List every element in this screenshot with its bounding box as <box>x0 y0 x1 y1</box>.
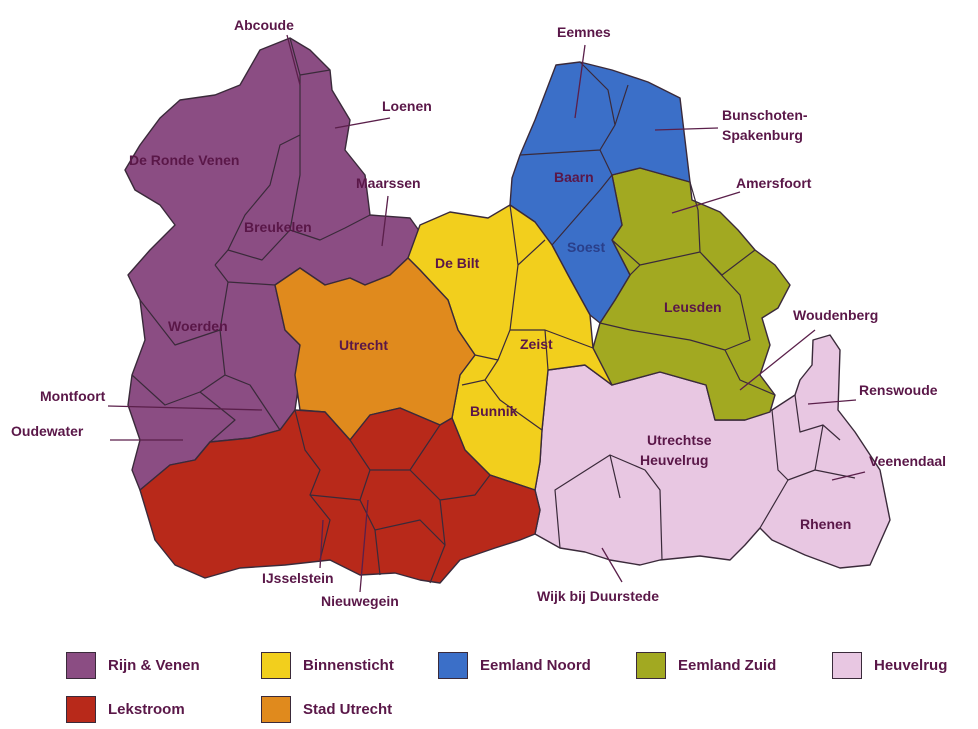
leader-renswoude <box>807 399 857 405</box>
label-de-ronde-venen: De Ronde Venen <box>129 152 239 168</box>
label-de-bilt: De Bilt <box>435 255 480 271</box>
leader-abcoude <box>286 34 301 86</box>
leader-ijsselstein <box>319 519 324 569</box>
legend-swatch-stad-utrecht <box>261 695 291 723</box>
label-bunschoten-2: Spakenburg <box>722 127 803 143</box>
region-eemland-noord[interactable] <box>509 61 691 324</box>
legend-swatch-rijn-venen <box>66 651 96 679</box>
label-utrecht: Utrecht <box>339 337 388 353</box>
label-soest: Soest <box>567 239 605 255</box>
leader-veenendaal <box>831 471 866 481</box>
leader-montfoort <box>107 405 263 411</box>
label-montfoort: Montfoort <box>40 388 106 404</box>
leader-woudenberg <box>739 329 816 391</box>
binnensticht-borders <box>461 204 594 431</box>
label-oudewater: Oudewater <box>11 423 84 439</box>
label-maarssen: Maarssen <box>356 175 421 191</box>
legend-item-eemland-noord[interactable]: Eemland Noord <box>438 650 591 680</box>
legend-item-binnensticht[interactable]: Binnensticht <box>261 650 394 680</box>
label-eemnes: Eemnes <box>557 24 611 40</box>
legend-item-rijn-venen[interactable]: Rijn & Venen <box>66 650 200 680</box>
legend-label-heuvelrug: Heuvelrug <box>874 656 948 674</box>
legend-label-lekstroom: Lekstroom <box>108 700 185 718</box>
eemland-zuid-borders <box>599 181 776 396</box>
leader-nieuwegein <box>359 499 369 593</box>
label-ijsselstein: IJsselstein <box>262 570 334 586</box>
leader-bunschoten <box>654 127 719 131</box>
label-breukelen: Breukelen <box>244 219 312 235</box>
leader-loenen <box>334 117 391 129</box>
lekstroom-borders <box>294 409 491 584</box>
leader-amersfoort <box>671 191 741 214</box>
map-labels: Abcoude Loenen De Ronde Venen Breukelen … <box>11 17 946 609</box>
label-woerden: Woerden <box>168 318 228 334</box>
legend-item-stad-utrecht[interactable]: Stad Utrecht <box>261 694 392 724</box>
legend-label-stad-utrecht: Stad Utrecht <box>303 700 393 718</box>
label-bunnik: Bunnik <box>470 403 518 419</box>
label-nieuwegein: Nieuwegein <box>321 593 399 609</box>
label-utrechtse-2: Heuvelrug <box>640 452 708 468</box>
legend-item-heuvelrug[interactable]: Heuvelrug <box>832 650 947 680</box>
label-loenen: Loenen <box>382 98 432 114</box>
legend-swatch-eemland-noord <box>438 651 468 679</box>
heuvelrug-borders <box>554 394 856 561</box>
eemland-noord-area[interactable] <box>509 61 691 324</box>
label-abcoude: Abcoude <box>234 17 294 33</box>
legend-label-rijn-venen: Rijn & Venen <box>108 656 200 674</box>
region-lekstroom[interactable] <box>139 407 541 584</box>
province-map: Abcoude Loenen De Ronde Venen Breukelen … <box>11 17 946 609</box>
leader-eemnes <box>574 44 586 119</box>
legend-item-lekstroom[interactable]: Lekstroom <box>66 694 185 724</box>
leader-wijk <box>601 547 623 583</box>
label-zeist: Zeist <box>520 336 553 352</box>
label-renswoude: Renswoude <box>859 382 938 398</box>
leader-lines <box>107 34 866 593</box>
label-veenendaal: Veenendaal <box>869 453 946 469</box>
legend-swatch-eemland-zuid <box>636 651 666 679</box>
label-baarn: Baarn <box>554 169 594 185</box>
legend-label-eemland-zuid: Eemland Zuid <box>678 656 777 674</box>
label-utrechtse-1: Utrechtse <box>647 432 712 448</box>
region-eemland-zuid[interactable] <box>584 167 791 421</box>
legend-swatch-lekstroom <box>66 695 96 723</box>
leader-maarssen <box>381 195 389 247</box>
label-leusden: Leusden <box>664 299 722 315</box>
eemland-noord-borders <box>519 61 629 246</box>
legend-item-eemland-zuid[interactable]: Eemland Zuid <box>636 650 776 680</box>
label-rhenen: Rhenen <box>800 516 851 532</box>
label-woudenberg: Woudenberg <box>793 307 878 323</box>
stad-utrecht-area[interactable] <box>274 257 476 441</box>
legend-label-eemland-noord: Eemland Noord <box>480 656 591 674</box>
legend-swatch-heuvelrug <box>832 651 862 679</box>
legend: Rijn & Venen Binnensticht Eemland Noord … <box>66 650 978 729</box>
legend-swatch-binnensticht <box>261 651 291 679</box>
label-amersfoort: Amersfoort <box>736 175 812 191</box>
label-bunschoten-1: Bunschoten- <box>722 107 808 123</box>
legend-label-binnensticht: Binnensticht <box>303 656 394 674</box>
region-stad-utrecht[interactable] <box>274 257 476 441</box>
rijn-venen-borders <box>131 37 371 443</box>
label-wijk: Wijk bij Duurstede <box>537 588 659 604</box>
